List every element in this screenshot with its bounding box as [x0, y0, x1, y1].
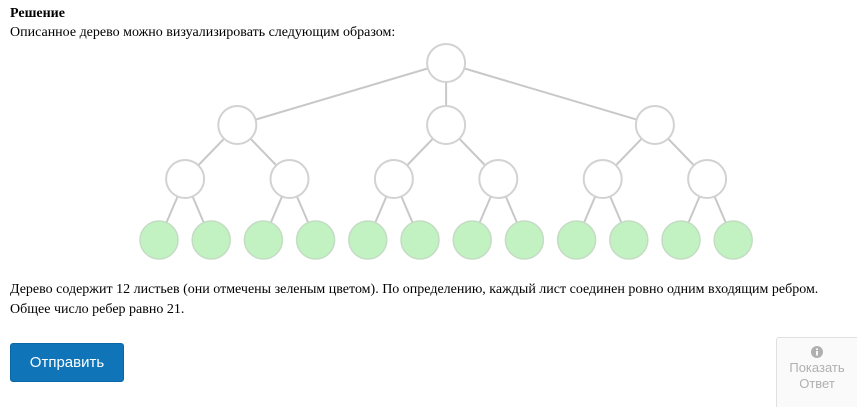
tree-leaf-node: [452, 220, 492, 260]
tree-internal-node: [478, 159, 519, 199]
tree-edge: [445, 62, 656, 126]
tree-diagram: [139, 43, 753, 260]
tree-edge: [237, 62, 447, 126]
tree-internal-node: [165, 159, 206, 199]
submit-button[interactable]: Отправить: [10, 343, 124, 382]
tree-leaf-node: [556, 220, 597, 260]
tree-leaf-node: [661, 220, 701, 260]
show-answer-label: Показать Ответ: [789, 360, 845, 391]
tree-leaf-node: [243, 220, 284, 260]
tree-internal-node: [634, 105, 675, 145]
tree-leaf-node: [348, 220, 388, 260]
tree-root-node: [426, 43, 467, 83]
tree-leaf-node: [295, 220, 336, 260]
tree-internal-node: [269, 159, 310, 199]
tree-leaf-node: [713, 220, 753, 260]
tree-edges: [158, 62, 735, 241]
show-answer-button[interactable]: Показать Ответ: [776, 337, 857, 407]
tree-internal-node: [373, 159, 414, 199]
tree-leaf-node: [400, 220, 440, 260]
tree-internal-node: [582, 159, 623, 199]
solution-heading: Решение: [10, 6, 65, 21]
tree-leaf-node: [609, 220, 649, 260]
tree-leaf-node: [139, 220, 179, 260]
tree-leaf-node: [191, 220, 231, 260]
solution-explanation: Дерево содержит 12 листьев (они отмечены…: [10, 282, 819, 317]
tree-nodes: [139, 43, 753, 260]
tree-internal-node: [217, 105, 258, 145]
solution-intro: Описанное дерево можно визуализировать с…: [10, 25, 396, 40]
info-circle-icon: [811, 346, 823, 358]
tree-leaf-node: [504, 220, 545, 260]
tree-internal-node: [687, 159, 728, 199]
tree-internal-node: [426, 105, 467, 145]
